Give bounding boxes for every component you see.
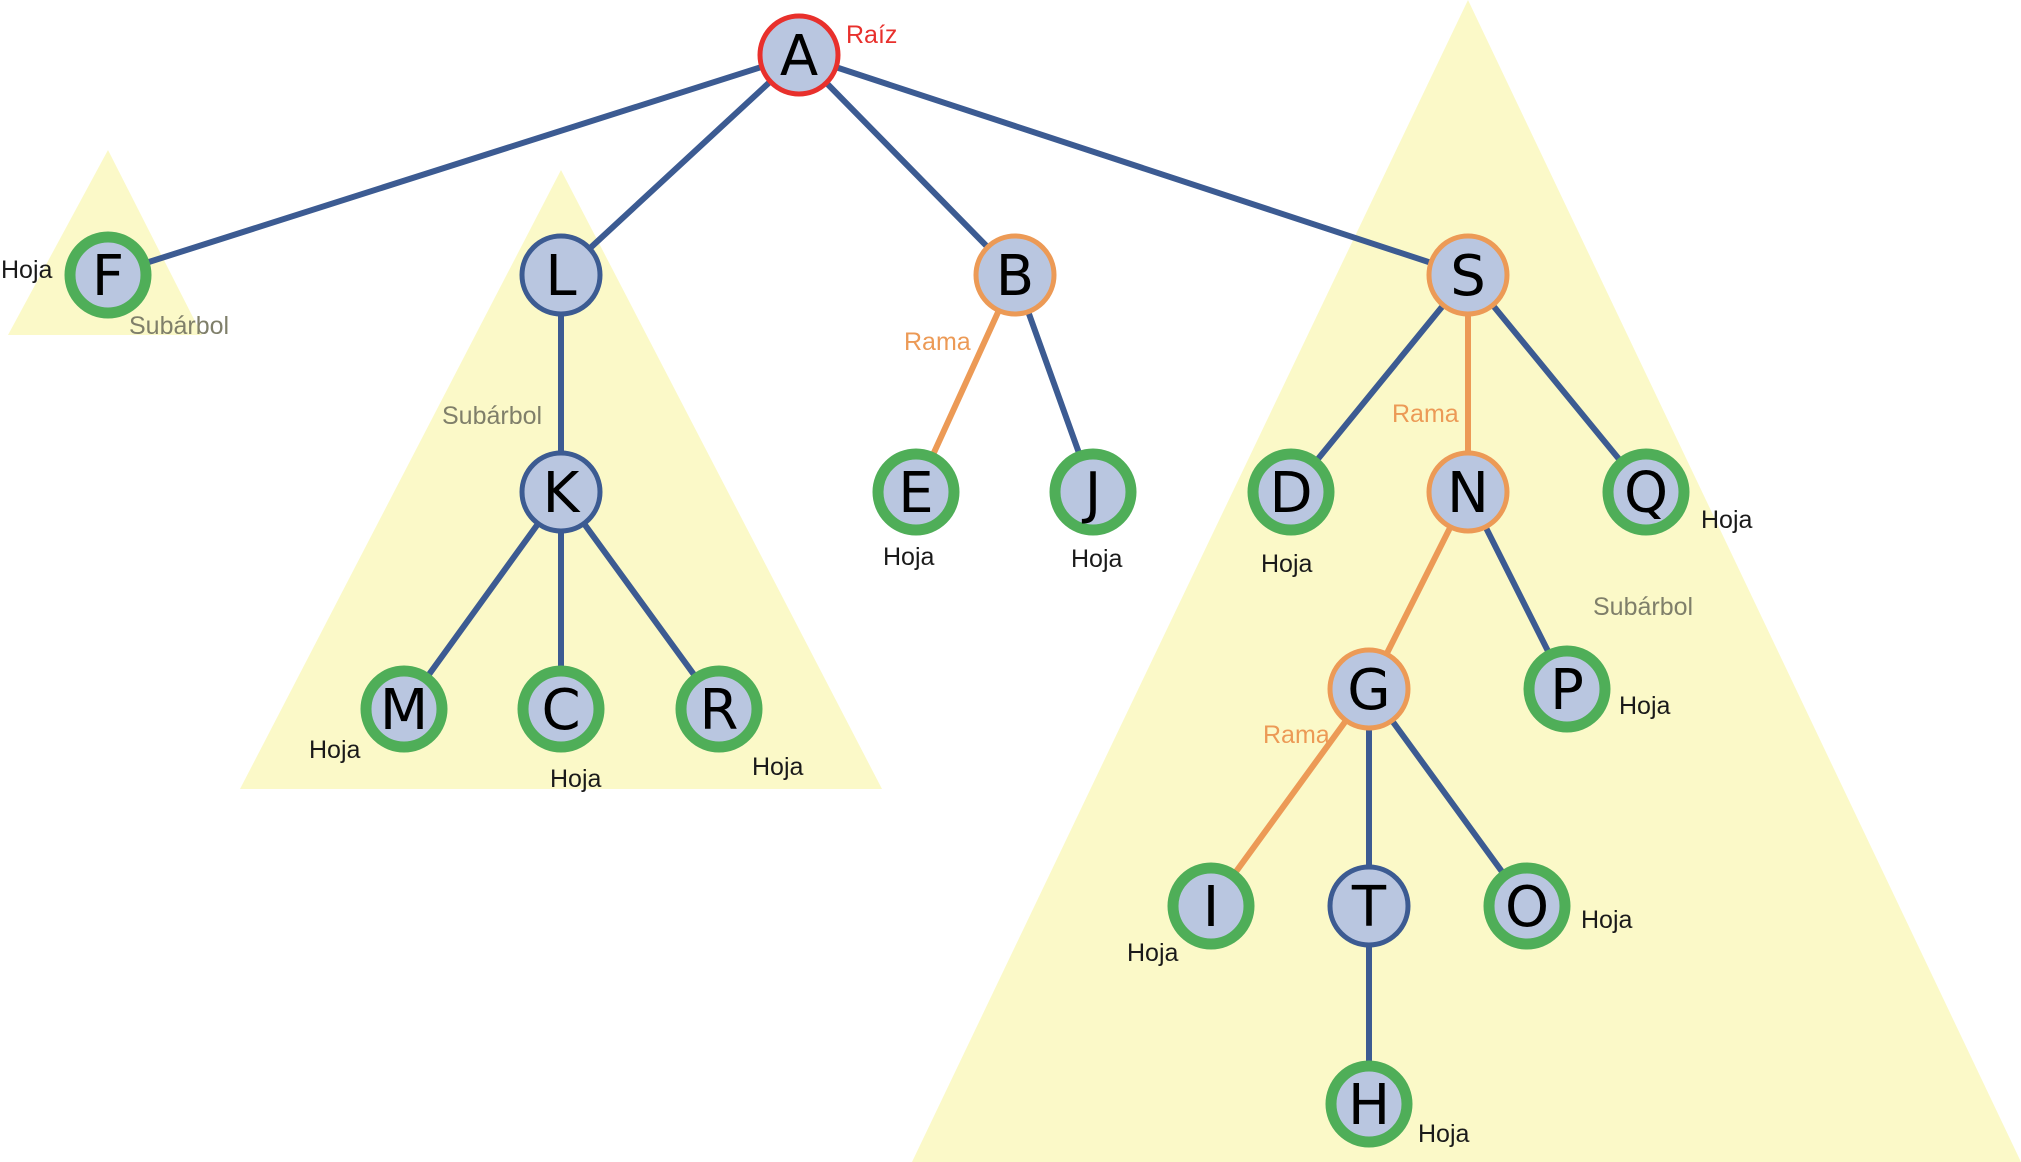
node-e: E	[872, 448, 960, 536]
edge-g-i	[1208, 686, 1372, 909]
subtree-label-s: Subárbol	[1593, 593, 1693, 621]
node-letter-m: M	[380, 678, 428, 743]
node-h: H	[1325, 1060, 1413, 1148]
node-circle-d	[1247, 448, 1335, 536]
leaf-label-p: Hoja	[1619, 692, 1671, 720]
leaf-label-q: Hoja	[1701, 506, 1753, 534]
node-circle-b	[973, 233, 1057, 317]
node-j: J	[1049, 448, 1137, 536]
node-letter-o: O	[1505, 875, 1549, 940]
node-circle-g	[1327, 647, 1411, 731]
node-circle-k	[519, 450, 603, 534]
leaf-label-c: Hoja	[550, 765, 602, 793]
node-q: Q	[1602, 448, 1690, 536]
leaf-label-d: Hoja	[1261, 550, 1313, 578]
node-letter-n: N	[1447, 461, 1489, 526]
node-g: G	[1327, 647, 1411, 731]
branch-label-n: Rama	[1392, 400, 1459, 428]
node-letter-c: C	[541, 678, 580, 743]
node-circle-j	[1049, 448, 1137, 536]
branch-label-g: Rama	[1263, 721, 1330, 749]
leaf-label-m: Hoja	[309, 736, 361, 764]
root-label: Raíz	[846, 21, 897, 49]
edge-s-d	[1288, 272, 1471, 495]
node-letter-g: G	[1347, 658, 1390, 723]
subtree-s-triangle	[912, 0, 2021, 1162]
node-l: L	[519, 233, 603, 317]
node-letter-e: E	[898, 461, 933, 526]
node-circle-c	[517, 665, 605, 753]
subtree-label-l: Subárbol	[442, 402, 542, 430]
edge-s-q	[1465, 272, 1649, 495]
node-letter-j: J	[1082, 461, 1102, 526]
leaf-label-f: Hoja	[1, 256, 53, 284]
node-circle-p	[1523, 645, 1611, 733]
node-letter-f: F	[92, 244, 124, 309]
node-circle-h	[1325, 1060, 1413, 1148]
node-letter-k: K	[543, 461, 581, 526]
subtree-highlights	[8, 0, 2021, 1162]
node-d: D	[1247, 448, 1335, 536]
node-f: F	[64, 231, 152, 319]
edge-a-b	[796, 52, 1018, 278]
leaf-label-i: Hoja	[1127, 939, 1179, 967]
node-c: C	[517, 665, 605, 753]
node-letter-r: R	[700, 678, 739, 743]
node-a: A	[757, 13, 841, 97]
edge-g-o	[1366, 686, 1530, 909]
node-letter-d: D	[1269, 461, 1312, 526]
tree-nodes: A F L B S K E J D N Q M C R G P I T O H	[64, 13, 1690, 1148]
edge-k-m	[401, 489, 564, 712]
node-circle-i	[1167, 862, 1255, 950]
node-p: P	[1523, 645, 1611, 733]
node-circle-a	[757, 13, 841, 97]
node-letter-q: Q	[1624, 461, 1668, 526]
edge-a-s	[796, 52, 1471, 278]
node-letter-h: H	[1348, 1073, 1390, 1138]
node-s: S	[1426, 233, 1510, 317]
node-letter-t: T	[1351, 875, 1387, 940]
node-circle-o	[1483, 862, 1571, 950]
leaf-label-j: Hoja	[1071, 545, 1123, 573]
edge-a-l	[558, 52, 802, 278]
subtree-label-f: Subárbol	[129, 312, 229, 340]
node-letter-s: S	[1450, 244, 1486, 309]
node-letter-i: I	[1203, 875, 1220, 940]
node-circle-m	[360, 665, 448, 753]
node-circle-n	[1426, 450, 1510, 534]
node-n: N	[1426, 450, 1510, 534]
node-letter-b: B	[996, 244, 1034, 309]
node-k: K	[519, 450, 603, 534]
leaf-label-h: Hoja	[1418, 1120, 1470, 1148]
node-letter-p: P	[1550, 658, 1584, 723]
node-t: T	[1327, 864, 1411, 948]
leaf-label-o: Hoja	[1581, 906, 1633, 934]
node-circle-f	[64, 231, 152, 319]
node-circle-q	[1602, 448, 1690, 536]
node-circle-e	[872, 448, 960, 536]
edge-a-f	[105, 52, 802, 278]
node-letter-l: L	[545, 244, 576, 309]
node-letter-a: A	[780, 24, 818, 89]
annotation-labels: Raíz Hoja Subárbol Subárbol Hoja Hoja Ho…	[1, 21, 1753, 1148]
node-o: O	[1483, 862, 1571, 950]
node-circle-s	[1426, 233, 1510, 317]
branch-label-b: Rama	[904, 328, 971, 356]
node-m: M	[360, 665, 448, 753]
node-circle-r	[675, 665, 763, 753]
edge-k-r	[558, 489, 722, 712]
node-circle-t	[1327, 864, 1411, 948]
node-r: R	[675, 665, 763, 753]
node-i: I	[1167, 862, 1255, 950]
node-circle-l	[519, 233, 603, 317]
node-b: B	[973, 233, 1057, 317]
leaf-label-r: Hoja	[752, 753, 804, 781]
leaf-label-e: Hoja	[883, 543, 935, 571]
